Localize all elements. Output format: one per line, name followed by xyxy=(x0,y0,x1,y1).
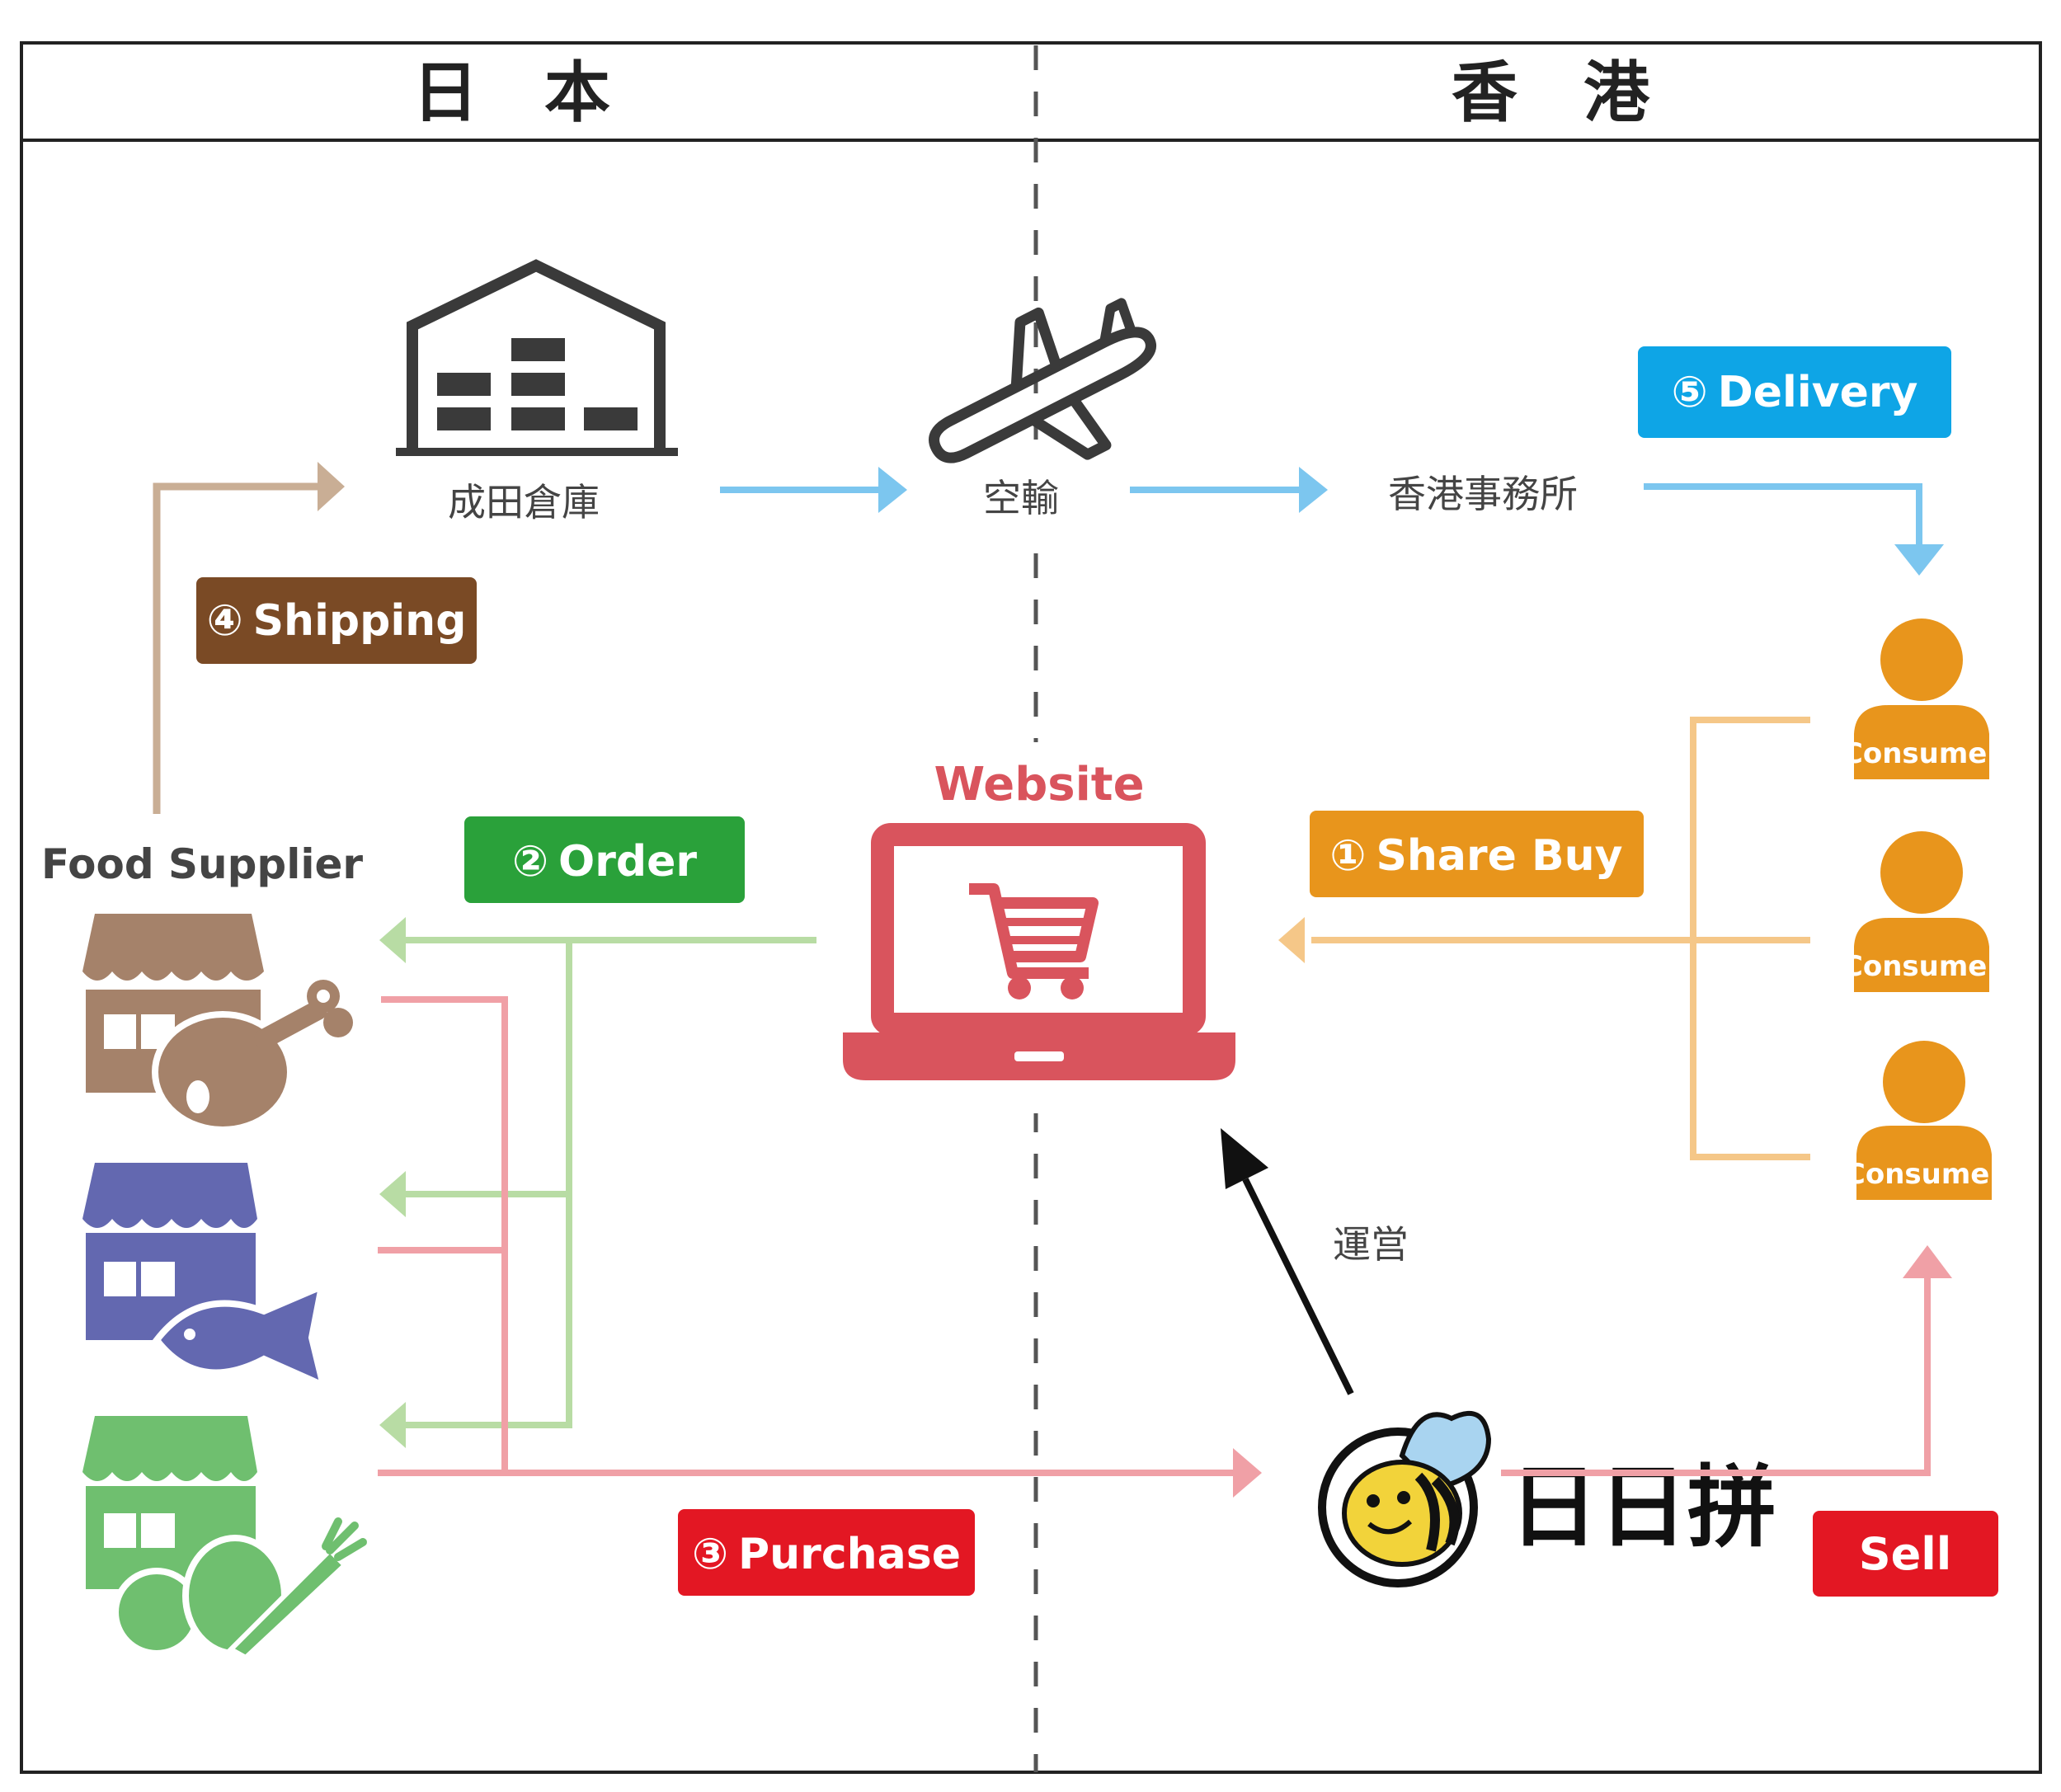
region-japan: 日 本 xyxy=(412,54,610,131)
sell-badge: Sell xyxy=(1813,1511,1998,1597)
region-hongkong: 香 港 xyxy=(1452,54,1650,131)
website-label: Website xyxy=(934,758,1144,811)
food-supplier-label: Food Supplier xyxy=(41,840,363,888)
consumer-icon-3: Consumer xyxy=(1845,1041,2003,1200)
purchase-arrows xyxy=(378,996,1262,1498)
fish-icon xyxy=(152,1281,328,1391)
vegetable-store-icon xyxy=(82,1416,367,1661)
air-flow-arrows xyxy=(720,467,1944,576)
operate-arrow xyxy=(1221,1128,1354,1395)
consumer-icon-1: Consumer xyxy=(1842,618,2001,779)
shipping-arrow xyxy=(153,462,345,814)
operate-label: 運営 xyxy=(1333,1222,1409,1267)
svg-text:Consumer: Consumer xyxy=(1845,1158,2003,1191)
outer-frame xyxy=(20,41,2042,1774)
laptop-cart-icon xyxy=(843,823,1235,1080)
meat-icon xyxy=(152,980,353,1133)
warehouse-label: 成田倉庫 xyxy=(448,480,600,524)
svg-text:Consumer: Consumer xyxy=(1842,950,2001,983)
share-buy-arrows xyxy=(1278,717,1810,1160)
meat-store-icon xyxy=(82,914,353,1133)
svg-text:Sell: Sell xyxy=(1859,1528,1952,1580)
warehouse-icon xyxy=(396,259,678,456)
vegetables-icon xyxy=(112,1517,367,1661)
order-arrows xyxy=(379,917,816,1448)
airplane-icon xyxy=(929,298,1156,463)
fish-store-icon xyxy=(82,1163,328,1391)
bee-logo-icon xyxy=(1318,1410,1492,1587)
consumer-icon-2: Consumer xyxy=(1842,831,2001,992)
sell-arrow xyxy=(1501,1245,1952,1476)
air-label: 空輸 xyxy=(983,476,1059,520)
svg-text:Consumer: Consumer xyxy=(1842,737,2001,770)
hk-office-label: 香港事務所 xyxy=(1388,472,1578,516)
